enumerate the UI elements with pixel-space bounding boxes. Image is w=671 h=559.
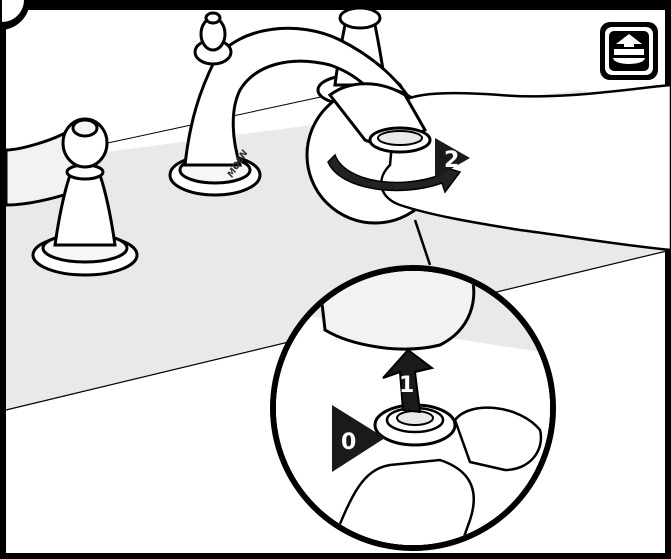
step-1-label: 1 [399,373,414,398]
step-2-label: 2 [444,148,459,173]
top-bar [0,0,671,10]
aerator-parts-icon [600,22,658,80]
step-0-label: 0 [341,430,356,455]
